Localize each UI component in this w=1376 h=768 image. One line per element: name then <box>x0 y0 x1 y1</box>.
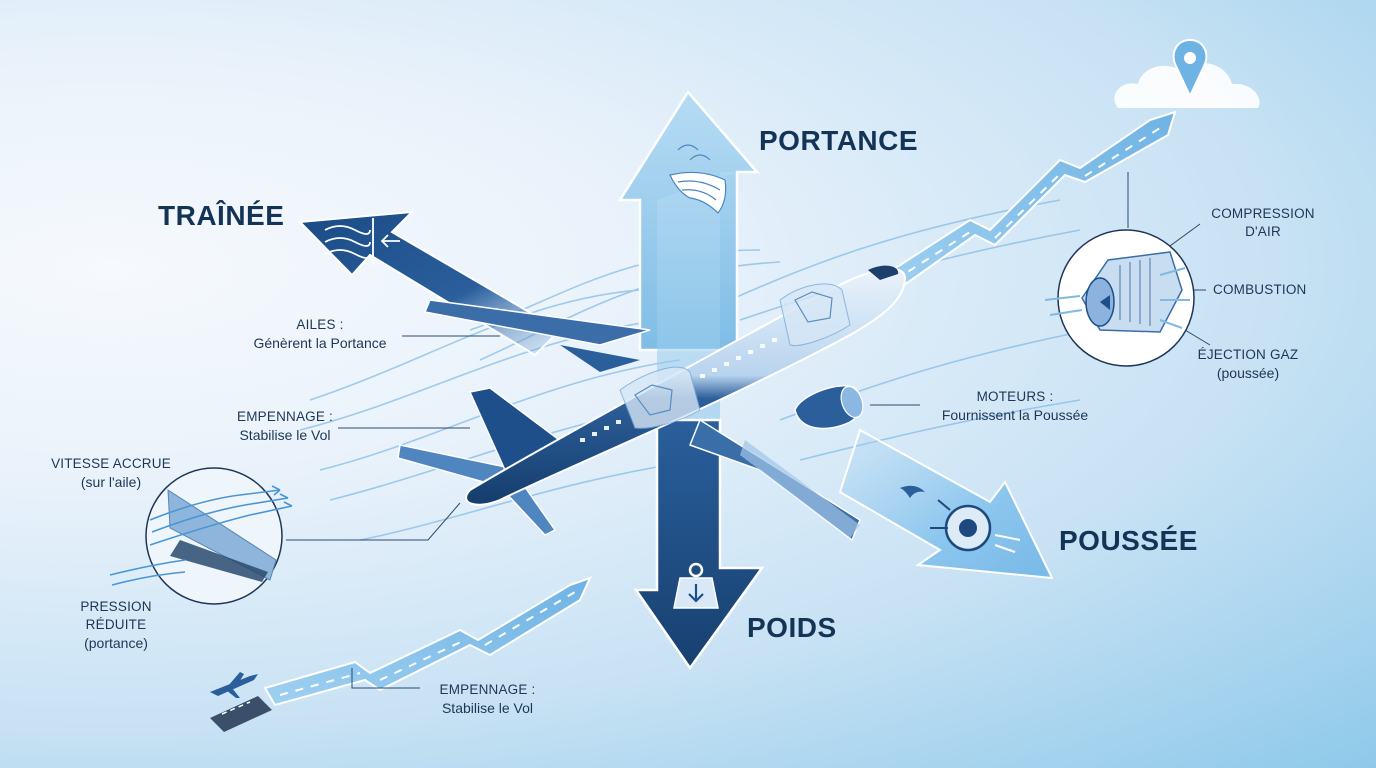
tail-callout-bottom-title: EMPENNAGE : <box>439 682 536 697</box>
wind-icon <box>324 218 400 265</box>
wings-callout-text: Génèrent la Portance <box>253 335 387 351</box>
airplane <box>397 265 907 542</box>
jet-engine-icon <box>900 485 1021 553</box>
wings-callout: AILES : Génèrent la Portance <box>230 316 410 352</box>
drag-label: TRAÎNÉE <box>158 200 285 231</box>
tail-callout-bottom-text: Stabilise le Vol <box>441 700 534 716</box>
wing-icon <box>669 144 727 214</box>
engines-callout: MOTEURS : Fournissent la Poussée <box>920 388 1110 424</box>
location-pin-icon <box>1172 38 1208 99</box>
engines-callout-title: MOTEURS : <box>976 389 1054 404</box>
tail-callout-top-text: Stabilise le Vol <box>239 427 331 443</box>
pressure-callout-title-1: PRESSION <box>80 599 152 614</box>
airplane-takeoff-icon <box>210 672 258 698</box>
flight-path-ribbon <box>263 110 1177 707</box>
weight-label: POIDS <box>747 612 837 643</box>
exhaust-label: ÉJECTION GAZ (poussée) <box>1186 346 1310 382</box>
thrust-label: POUSSÉE <box>1059 525 1198 556</box>
compression-label-line-1: COMPRESSION <box>1211 206 1315 221</box>
compression-label: COMPRESSION D'AIR <box>1200 205 1326 241</box>
tail-callout-bottom: EMPENNAGE : Stabilise le Vol <box>420 681 555 717</box>
exhaust-label-text: (poussée) <box>1216 365 1280 381</box>
wings-callout-title: AILES : <box>296 317 344 332</box>
weight-icon <box>673 562 719 609</box>
speed-callout: VITESSE ACCRUE (sur l'aile) <box>36 455 186 491</box>
thrust-arrow <box>838 428 1054 580</box>
speed-callout-text: (sur l'aile) <box>80 474 142 490</box>
combustion-label-text: COMBUSTION <box>1213 282 1307 297</box>
speed-callout-title: VITESSE ACCRUE <box>51 456 171 471</box>
compression-label-line-2: D'AIR <box>1245 224 1281 239</box>
runway <box>210 696 272 732</box>
wing-airfoil-detail <box>109 467 293 605</box>
tail-callout-top-title: EMPENNAGE : <box>237 409 333 424</box>
pressure-callout-text: (portance) <box>84 635 148 651</box>
pressure-callout-title-2: RÉDUITE <box>85 617 147 632</box>
pressure-callout: PRESSION RÉDUITE (portance) <box>56 598 176 652</box>
engine-cutaway-detail <box>1044 229 1195 367</box>
lift-label: PORTANCE <box>759 125 919 156</box>
exhaust-label-title: ÉJECTION GAZ <box>1197 347 1299 362</box>
tail-callout-top: EMPENNAGE : Stabilise le Vol <box>220 408 350 444</box>
combustion-label: COMBUSTION <box>1213 281 1307 299</box>
engines-callout-text: Fournissent la Poussée <box>941 407 1089 423</box>
